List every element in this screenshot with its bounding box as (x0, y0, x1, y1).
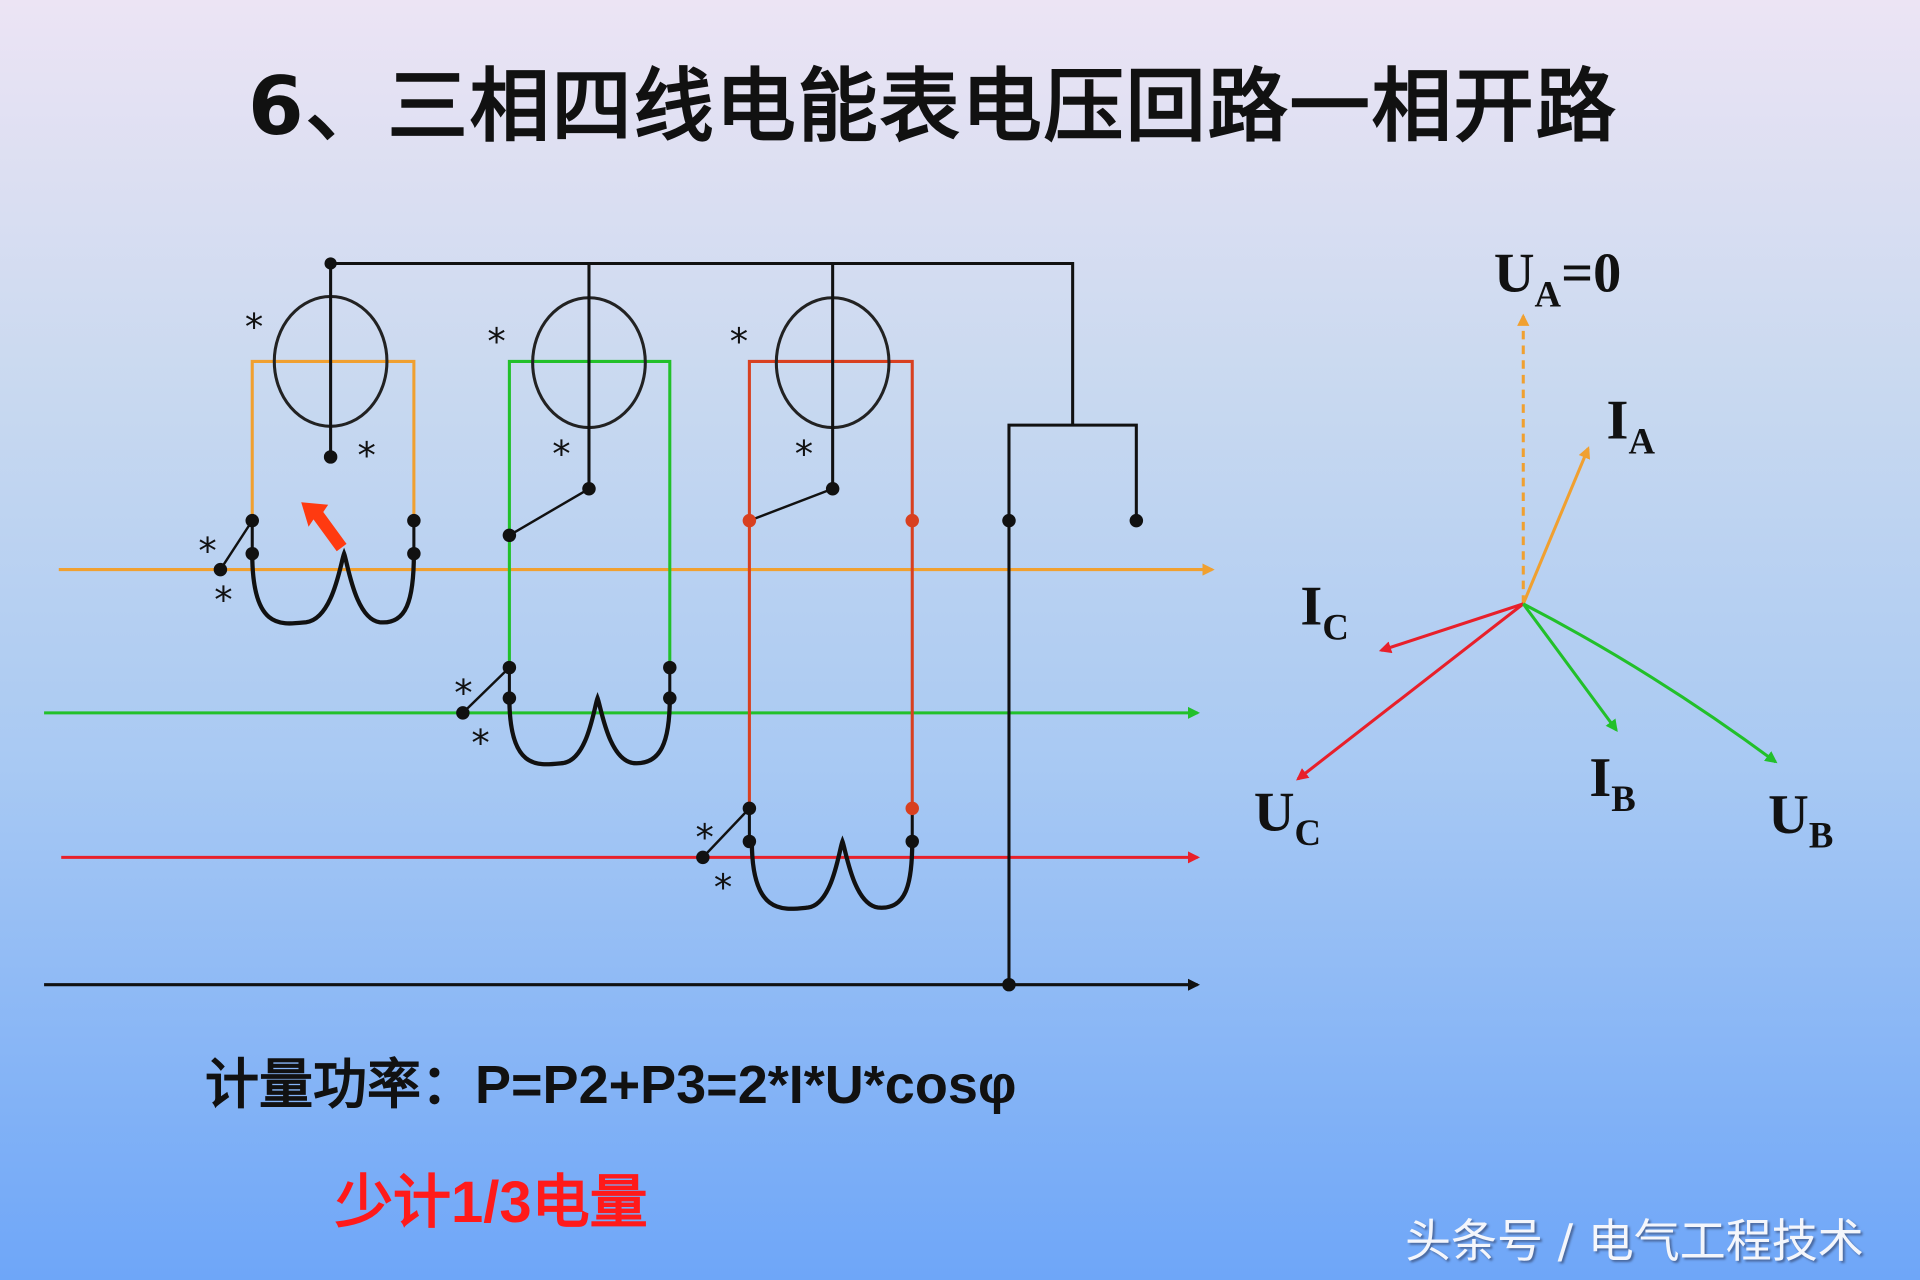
polarity-mark: * (795, 433, 813, 476)
meter-element-b: * * * * (454, 263, 677, 767)
label-ib: IB (1589, 747, 1635, 819)
label-ia: IA (1607, 390, 1656, 462)
polarity-mark: * (245, 305, 263, 348)
phasor-ub (1522, 602, 1778, 764)
metering-loss-conclusion: 少计1/3电量 (335, 1170, 648, 1235)
polarity-mark: * (730, 320, 748, 363)
polarity-mark: * (358, 434, 376, 477)
meter-element-a: * * * * (198, 263, 421, 626)
polarity-mark: * (552, 433, 570, 476)
label-uc: UC (1254, 781, 1321, 853)
watermark: 头条号 / 电气工程技术 (1405, 1214, 1864, 1268)
polarity-mark: * (714, 866, 732, 909)
polarity-mark: * (487, 320, 505, 363)
slide-title: 6、三相四线电能表电压回路一相开路 (248, 60, 1618, 153)
meter-element-c: * * * * (696, 263, 919, 911)
phasor-ic (1378, 602, 1524, 654)
polarity-mark: * (198, 529, 216, 572)
label-ic: IC (1300, 576, 1348, 648)
open-circuit-fault-arrow-icon (301, 502, 347, 552)
phase-lines (44, 563, 1215, 991)
phasor-ib (1522, 602, 1618, 732)
voltage-common-bus (324, 257, 1144, 992)
polarity-mark: * (214, 578, 232, 621)
phasor-ia (1521, 446, 1591, 605)
label-ua: UA=0 (1494, 243, 1621, 315)
polarity-mark: * (471, 722, 489, 765)
phasor-uc (1296, 602, 1525, 781)
polarity-mark: * (454, 672, 472, 715)
power-formula: 计量功率：P=P2+P3=2*I*U*cosφ (205, 1055, 1017, 1115)
polarity-mark: * (696, 816, 714, 859)
label-ub: UB (1768, 784, 1833, 856)
phasor-diagram: UA=0 IA IC UC IB UB (1254, 243, 1833, 856)
